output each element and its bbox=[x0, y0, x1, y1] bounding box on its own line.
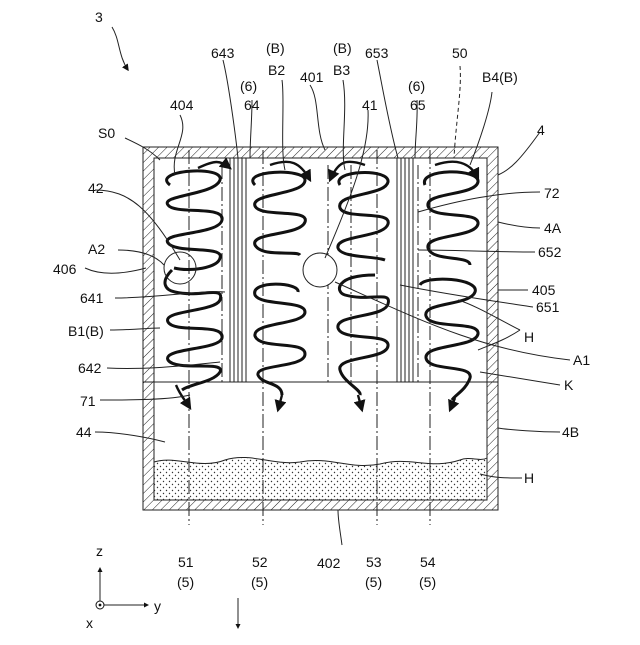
label-b1b: B1(B) bbox=[68, 323, 104, 339]
label-53: 53 bbox=[366, 554, 382, 570]
label-653: 653 bbox=[365, 45, 389, 61]
label-s0: S0 bbox=[98, 125, 115, 141]
label-641: 641 bbox=[80, 290, 104, 306]
label-642: 642 bbox=[78, 360, 102, 376]
label-b4b: B4(B) bbox=[482, 69, 518, 85]
label-643: 643 bbox=[211, 45, 235, 61]
liquid-h bbox=[154, 457, 487, 500]
label-401: 401 bbox=[300, 69, 324, 85]
coordinate-axes bbox=[96, 568, 148, 609]
label-h-right: H bbox=[524, 329, 534, 345]
label-5-1: (5) bbox=[177, 574, 194, 590]
coil-b3 bbox=[338, 173, 389, 395]
label-44: 44 bbox=[76, 424, 92, 440]
label-651: 651 bbox=[536, 299, 560, 315]
label-4b: 4B bbox=[562, 424, 579, 440]
label-406: 406 bbox=[53, 261, 77, 277]
label-b2: B2 bbox=[268, 62, 285, 78]
label-5-3: (5) bbox=[365, 574, 382, 590]
label-652: 652 bbox=[538, 244, 562, 260]
label-64: 64 bbox=[244, 97, 260, 113]
label-50: 50 bbox=[452, 45, 468, 61]
label-b3: B3 bbox=[333, 62, 350, 78]
label-b-2: (B) bbox=[333, 40, 352, 56]
label-k: K bbox=[564, 377, 574, 393]
axis-label-y: y bbox=[154, 598, 161, 614]
axis-label-z: z bbox=[96, 543, 103, 559]
label-a1: A1 bbox=[573, 352, 590, 368]
axis-label-x: x bbox=[86, 615, 93, 631]
coil-b2 bbox=[253, 172, 306, 395]
label-6-2: (6) bbox=[408, 78, 425, 94]
label-4a: 4A bbox=[544, 220, 562, 236]
label-54: 54 bbox=[420, 554, 436, 570]
label-a2: A2 bbox=[88, 241, 105, 257]
label-b-1: (B) bbox=[266, 40, 285, 56]
label-4: 4 bbox=[537, 122, 545, 138]
label-41: 41 bbox=[362, 97, 378, 113]
plate-64 bbox=[230, 158, 246, 382]
region-a1 bbox=[303, 253, 337, 287]
label-65: 65 bbox=[410, 97, 426, 113]
label-402: 402 bbox=[317, 555, 341, 571]
label-fig-3: 3 bbox=[95, 9, 103, 25]
label-h-bottom: H bbox=[524, 470, 534, 486]
coil-b4 bbox=[420, 172, 478, 400]
label-5-2: (5) bbox=[251, 574, 268, 590]
label-71: 71 bbox=[80, 393, 96, 409]
label-52: 52 bbox=[252, 554, 268, 570]
label-51: 51 bbox=[178, 554, 194, 570]
plate-65 bbox=[397, 158, 413, 382]
label-404: 404 bbox=[170, 97, 194, 113]
label-72: 72 bbox=[544, 185, 560, 201]
label-42: 42 bbox=[88, 180, 104, 196]
label-6-1: (6) bbox=[240, 78, 257, 94]
label-405: 405 bbox=[532, 282, 556, 298]
label-5-4: (5) bbox=[419, 574, 436, 590]
coil-b1 bbox=[165, 171, 222, 390]
